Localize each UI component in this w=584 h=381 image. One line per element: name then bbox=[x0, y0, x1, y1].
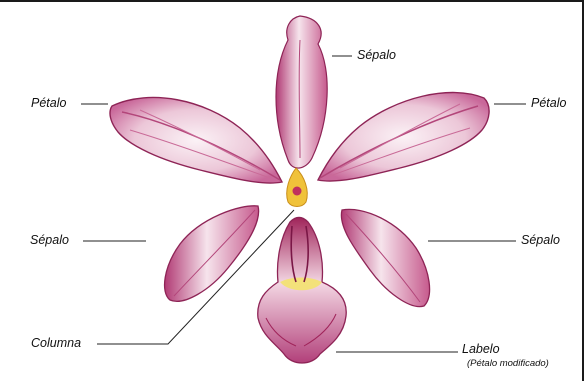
label-sepal-top: Sépalo bbox=[357, 48, 396, 62]
sepal-top-shape bbox=[276, 16, 327, 168]
label-sepal-left: Sépalo bbox=[30, 233, 69, 247]
column-shape bbox=[287, 168, 308, 207]
label-petal-right: Pétalo bbox=[531, 96, 566, 110]
label-labellum-note: (Pétalo modificado) bbox=[467, 358, 549, 369]
label-column: Columna bbox=[31, 336, 81, 350]
label-labellum: Labelo bbox=[462, 342, 500, 356]
sepal-right-shape bbox=[341, 209, 429, 306]
petal-left-shape bbox=[110, 97, 282, 183]
sepal-left-shape bbox=[165, 206, 259, 301]
labellum-shape bbox=[258, 218, 346, 364]
label-petal-left: Pétalo bbox=[31, 96, 66, 110]
label-sepal-right: Sépalo bbox=[521, 233, 560, 247]
petal-right-shape bbox=[318, 93, 489, 182]
